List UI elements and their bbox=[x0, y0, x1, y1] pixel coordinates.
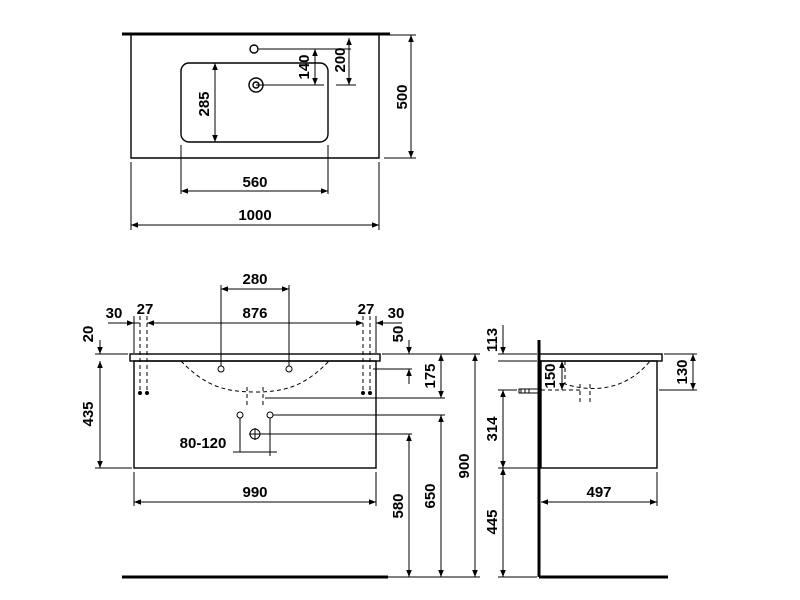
dim-label-bowl-width: 560 bbox=[242, 174, 267, 191]
dim-label-total-width: 1000 bbox=[238, 207, 271, 224]
dim-label-mid-height: 314 bbox=[484, 416, 501, 442]
dim-label-total-depth: 500 bbox=[394, 84, 411, 109]
dim-label-cabinet-depth: 497 bbox=[586, 484, 611, 501]
bracket-dot-r1 bbox=[361, 391, 365, 395]
dim-label-left-30: 30 bbox=[106, 305, 123, 322]
dim-label-drain-depth: 175 bbox=[422, 363, 439, 388]
dim-label-hole-spacing: 280 bbox=[242, 271, 267, 288]
dim-label-cabinet-width: 990 bbox=[242, 484, 267, 501]
side-countertop bbox=[538, 353, 663, 362]
dim-label-floor-height: 445 bbox=[484, 509, 501, 534]
bowl-outline bbox=[180, 62, 329, 143]
countertop-slab bbox=[129, 353, 381, 362]
side-bowl-hidden bbox=[564, 360, 651, 389]
dim-label-waste-range: 80-120 bbox=[180, 435, 227, 452]
waste-hole-left bbox=[236, 411, 244, 419]
dim-label-bracket-height: 650 bbox=[422, 483, 439, 508]
dim-label-left-27: 27 bbox=[137, 301, 154, 318]
side-cabinet bbox=[540, 360, 658, 469]
mount-hole-right bbox=[285, 365, 293, 373]
tap-hole bbox=[249, 44, 259, 54]
drain-hidden-line bbox=[246, 387, 264, 406]
dim-label-bracket-span: 876 bbox=[242, 305, 267, 322]
top-view: 200 140 500 285 560 1000 bbox=[122, 32, 416, 230]
dim-label-trap-depth: 150 bbox=[542, 363, 559, 388]
dim-label-top-to-bracket: 50 bbox=[390, 326, 407, 343]
dim-label-drain-offset: 140 bbox=[296, 54, 313, 79]
dim-label-cabinet-height: 435 bbox=[80, 401, 97, 426]
side-view: 113 150 130 314 445 497 bbox=[484, 325, 697, 579]
dim-label-right-27: 27 bbox=[358, 301, 375, 318]
dim-label-bowl-depth: 285 bbox=[196, 91, 213, 116]
front-view: 280 30 27 876 27 30 20 435 50 175 80-120… bbox=[80, 271, 480, 579]
dim-label-right-30: 30 bbox=[388, 305, 405, 322]
bowl-hidden-line bbox=[180, 360, 330, 393]
mount-hole-left bbox=[217, 365, 225, 373]
bracket-dot-r2 bbox=[368, 391, 372, 395]
dim-label-top-thickness: 20 bbox=[80, 326, 97, 343]
waste-hole-right bbox=[266, 411, 274, 419]
dim-label-drain-height: 580 bbox=[390, 493, 407, 518]
basin-outline bbox=[130, 35, 380, 159]
dim-label-overall-height: 900 bbox=[456, 453, 473, 478]
bracket-dot-l1 bbox=[138, 391, 142, 395]
side-drain-hidden bbox=[579, 384, 591, 402]
dim-label-side-drain: 130 bbox=[674, 359, 691, 384]
bracket-dot-l2 bbox=[145, 391, 149, 395]
dim-label-top-offset: 113 bbox=[484, 328, 501, 352]
dim-label-hole-offset: 200 bbox=[332, 47, 349, 72]
